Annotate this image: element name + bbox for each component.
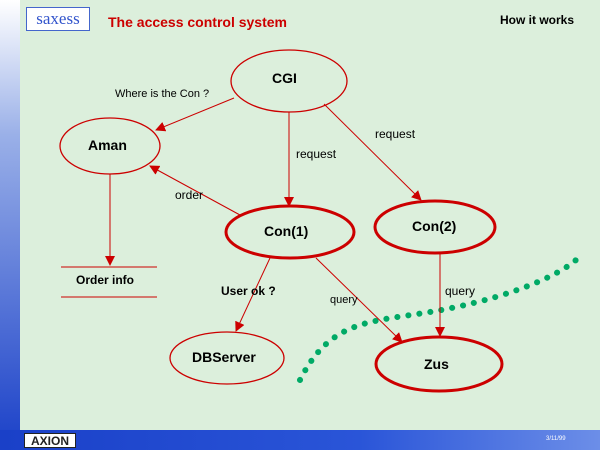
edge-label-user-ok: User ok ?	[221, 284, 276, 298]
arrow-con1-to-dbserver	[235, 257, 271, 332]
arrow-cgi-to-aman	[155, 97, 235, 132]
date-label: 3/11/99	[546, 436, 566, 442]
node-con2	[373, 199, 497, 255]
edge-label-where-is-con: Where is the Con ?	[115, 88, 210, 100]
edge-label-request-con2: request	[375, 127, 416, 141]
order-info-label: Order info	[76, 273, 135, 287]
node-con2-label: Con(2)	[412, 218, 457, 234]
axion-logo-text: AXION	[31, 434, 69, 448]
node-dbserver-label: DBServer	[192, 349, 256, 365]
footer-bar	[0, 430, 600, 450]
dotted-curve	[297, 257, 579, 383]
how-it-works-label: How it works	[500, 13, 575, 27]
node-aman	[59, 117, 161, 175]
arrow-con1-to-zus	[315, 257, 403, 343]
node-cgi	[230, 49, 348, 113]
left-gradient-bar	[0, 0, 20, 450]
node-dbserver	[169, 331, 285, 385]
slide-title: The access control system	[108, 14, 287, 30]
edge-label-query-con2: query	[445, 284, 476, 298]
arrow-con1-to-aman	[149, 165, 241, 216]
node-cgi-label: CGI	[272, 70, 297, 86]
edge-label-order: order	[175, 188, 204, 202]
edge-label-request-con1: request	[296, 147, 337, 161]
saxess-logo: saxess	[26, 7, 90, 31]
arrow-cgi-to-con2	[323, 103, 422, 201]
node-zus-label: Zus	[424, 356, 449, 372]
node-con1-label: Con(1)	[264, 223, 309, 239]
saxess-logo-text: saxess	[36, 9, 79, 28]
axion-logo: AXION	[24, 433, 76, 448]
edge-label-query-con1: query	[330, 294, 358, 306]
node-zus	[374, 335, 504, 393]
node-aman-label: Aman	[88, 137, 127, 153]
node-con1	[224, 204, 356, 260]
